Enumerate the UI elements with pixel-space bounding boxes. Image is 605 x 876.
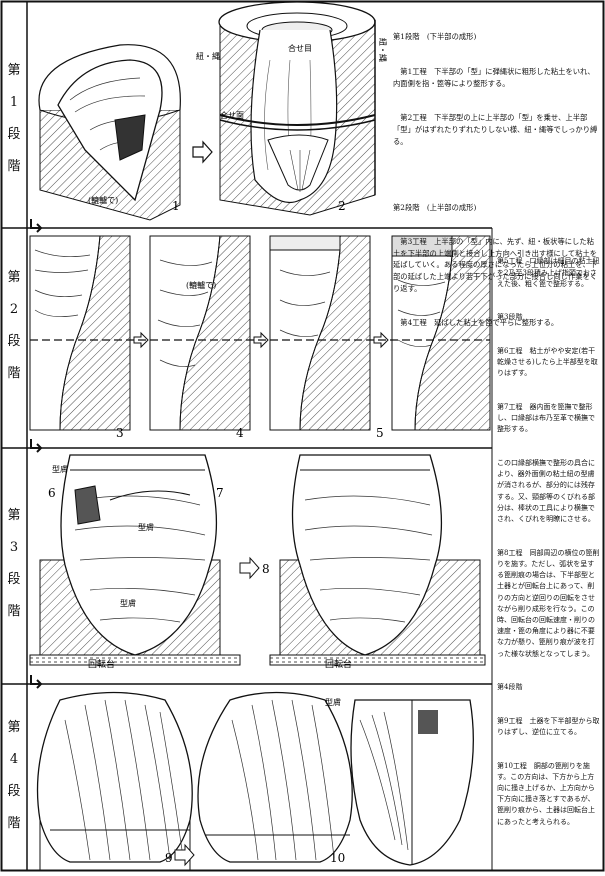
figure-number-10: 10 [330, 851, 345, 865]
next-arrow-icon [240, 558, 259, 578]
figure-number-7: 7 [216, 486, 224, 500]
stage-char: 2 [2, 294, 26, 326]
figure-10-section [351, 700, 473, 865]
label-rokuro: (轆轤で) [88, 195, 118, 205]
label-himo-nawa-vertical: 紐・縄 [378, 38, 388, 62]
label-katahada-4: 型膚 [325, 697, 341, 707]
paragraph: 第1工程 下半部の「型」に弾縄状に粗形した粘土をいれ、内面側を指・箆等により整形… [393, 66, 598, 89]
stage-char: 第 [2, 55, 26, 87]
label-katahada-2: 型膚 [138, 522, 154, 532]
figure-9-vessel [38, 693, 193, 871]
paragraph: 第2工程 下半部型の上に上半部の「型」を乗せ、上半部「型」がはずれたりずれたりし… [393, 112, 598, 147]
stage-char: 階 [2, 596, 26, 628]
figure-8-vessel [270, 455, 485, 665]
stage-char: 段 [2, 119, 26, 151]
stage-char: 階 [2, 808, 26, 840]
stage-char: 第 [2, 500, 26, 532]
figure-number-1: 1 [172, 199, 180, 213]
figure-number-4: 4 [236, 426, 244, 440]
paragraph: 第3段階 [497, 312, 601, 323]
label-katahada-1: 型膚 [52, 464, 68, 474]
paragraph: 第8工程 同部周辺の横位の箆削りを施す。ただし、弧状を呈する箆削痕の場合は、下半… [497, 548, 601, 660]
figure-number-6: 6 [48, 486, 56, 500]
stage-char: 第 [2, 712, 26, 744]
figure-number-5: 5 [376, 426, 384, 440]
stage-char: 段 [2, 326, 26, 358]
figure-5-rim [270, 236, 370, 430]
paragraph [393, 170, 598, 178]
figure-number-2: 2 [338, 199, 346, 213]
next-arrow-icon [193, 142, 212, 162]
paragraph: 第1段階 (下半部の成形) [393, 31, 598, 43]
label-himo-nawa: 紐・縄 [196, 51, 220, 61]
stage-char: 段 [2, 564, 26, 596]
paragraph: 第6工程 粘土がやや安定(若干乾燥させる)したら上半部型を取りはずす。 [497, 346, 601, 380]
stage-char: 3 [2, 532, 26, 564]
stage-arrow-icon [31, 439, 41, 452]
label-awaseme: 合せ目 [288, 43, 312, 53]
label-kaitendai-2: 回転台 [325, 658, 352, 670]
figure-6-7-vessel [30, 455, 240, 665]
stage-label-3: 第 3 段 階 [2, 500, 26, 628]
stage-char: 第 [2, 262, 26, 294]
paragraph: 第5工程 口縁部は細目の粘土紐を2乃至3段積み上げ指頭でおさえた後、粗く箆で整形… [497, 256, 601, 290]
paragraph: この口縁部横撫で整形の具合により、器外面側の粘土紐の型膚が消されるが、部分的には… [497, 458, 601, 525]
paragraph: 第9工程 土器を下半部型から取りはずし、逆位に立てる。 [497, 716, 601, 738]
stage-char: 階 [2, 151, 26, 183]
figure-10-vessel [198, 693, 352, 863]
label-katahada-3: 型膚 [120, 598, 136, 608]
stage-arrow-icon [31, 219, 41, 232]
paragraph: 第10工程 胴部の箆削りを施す。この方向は、下方から上方向に掻き上げるか、上方向… [497, 761, 601, 828]
stage-label-1: 第 1 段 階 [2, 55, 26, 183]
figure-number-9: 9 [165, 851, 173, 865]
figure-number-8: 8 [262, 562, 270, 576]
figure-number-3: 3 [116, 426, 124, 440]
stage-char: 階 [2, 358, 26, 390]
label-awasemen: 合せ面 [220, 110, 244, 120]
stage-char: 1 [2, 87, 26, 119]
figure-1-lower-mold [39, 45, 180, 220]
stage-arrow-icon [31, 675, 41, 688]
description-side: 第5工程 口縁部は細目の粘土紐を2乃至3段積み上げ指頭でおさえた後、粗く箆で整形… [497, 234, 601, 839]
figure-4 [150, 236, 250, 430]
figure-2-assembled-mold [219, 2, 375, 215]
stage-char: 4 [2, 744, 26, 776]
stage-label-2: 第 2 段 階 [2, 262, 26, 390]
figure-3 [30, 236, 130, 430]
stage-char: 段 [2, 776, 26, 808]
stage-label-4: 第 4 段 階 [2, 712, 26, 840]
paragraph: 第2段階 (上半部の成形) [393, 202, 598, 214]
label-rokuro-fig3: (轆轤で) [186, 280, 216, 290]
paragraph: 第7工程 器内面を箆撫で整形し、口縁部は布乃至革で横撫で整形する。 [497, 402, 601, 436]
label-kaitendai-1: 回転台 [88, 658, 115, 670]
paragraph: 第4段階 [497, 682, 601, 693]
